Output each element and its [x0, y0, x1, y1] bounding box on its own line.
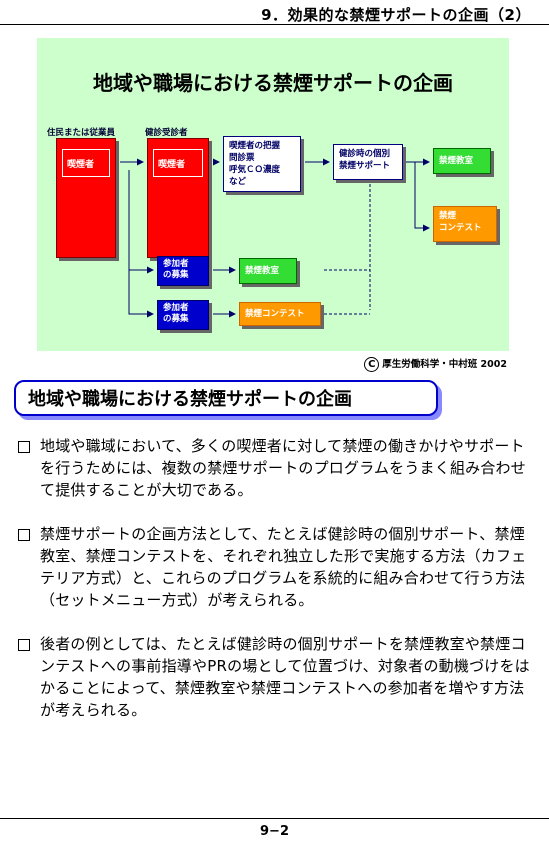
class-box-top: 禁煙教室: [433, 148, 491, 174]
class-box-mid: 禁煙教室: [239, 258, 297, 284]
diagram-arrows: [120, 158, 430, 318]
page-header-title: 9．効果的な禁煙サポートの企画（2）: [261, 6, 531, 24]
recruit-box-2: 参加者 の募集: [157, 300, 209, 330]
bullet-text: 地域や職域において、多くの喫煙者に対して禁煙の働きかけやサポートを行うためには、…: [40, 437, 526, 499]
diagram-figure: 地域や職場における禁煙サポートの企画 住民または従業員 健診受診者 喫煙者: [37, 38, 509, 351]
individual-support-box: 健診時の個別 禁煙サポート: [333, 144, 403, 180]
footer-rule: [0, 818, 549, 819]
arrow-individual-to-contest: [414, 162, 430, 232]
contest-box-bottom: 禁煙コンテスト: [239, 302, 321, 326]
list-item: 地域や職域において、多くの喫煙者に対して禁煙の働きかけやサポートを行うためには、…: [16, 435, 531, 501]
smoker-label-2: 喫煙者: [153, 149, 203, 177]
label-checkup: 健診受診者: [145, 128, 188, 138]
list-item: 禁煙サポートの企画方法として、たとえば健診時の個別サポート、禁煙教室、禁煙コンテ…: [16, 523, 531, 611]
recruit-box-1: 参加者 の募集: [157, 256, 209, 286]
bullet-text: 後者の例としては、たとえば健診時の個別サポートを禁煙教室や禁煙コンテストへの事前…: [40, 635, 530, 719]
bullet-list: 地域や職域において、多くの喫煙者に対して禁煙の働きかけやサポートを行うためには、…: [16, 435, 531, 743]
checkbox-bullet-icon: [18, 441, 30, 453]
credit-text: 厚生労働科学・中村班 2002: [382, 359, 507, 370]
smoker-box-residents: 喫煙者: [56, 138, 116, 258]
checkbox-bullet-icon: [18, 529, 30, 541]
section-heading: 地域や職場における禁煙サポートの企画: [14, 380, 438, 416]
label-residents: 住民または従業員: [47, 128, 116, 138]
contest-box-right: 禁煙 コンテスト: [433, 206, 497, 242]
page-number: 9−2: [260, 824, 289, 839]
figure-title: 地域や職場における禁煙サポートの企画: [93, 71, 453, 95]
list-item: 後者の例としては、たとえば健診時の個別サポートを禁煙教室や禁煙コンテストへの事前…: [16, 633, 531, 721]
copyright-icon: C: [364, 357, 380, 372]
smoker-box-checkup: 喫煙者: [147, 138, 209, 258]
smoker-label-1: 喫煙者: [62, 149, 110, 177]
bullet-text: 禁煙サポートの企画方法として、たとえば健診時の個別サポート、禁煙教室、禁煙コンテ…: [40, 525, 527, 609]
grasp-box: 喫煙者の把握 問診票 呼気ＣＯ濃度 など: [223, 136, 301, 192]
checkbox-bullet-icon: [18, 639, 30, 651]
header-rule: [0, 24, 549, 25]
arrow-smoker-to-recruit2: [128, 270, 154, 318]
